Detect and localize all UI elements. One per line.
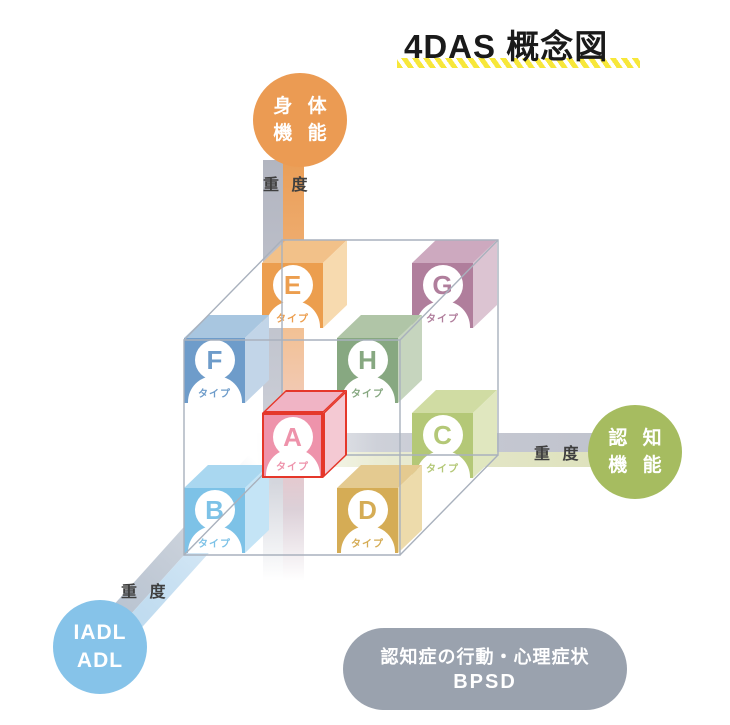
- person-icon: A タイプ: [264, 415, 321, 476]
- title-underline: [397, 58, 640, 68]
- type-letter: F: [206, 345, 223, 375]
- type-letter: E: [283, 270, 302, 300]
- type-cube-H: H タイプ: [337, 314, 422, 403]
- type-cube-D: D タイプ: [337, 464, 422, 553]
- person-head: C: [422, 415, 463, 455]
- bpsd-label-line1: 認知症の行動・心理症状: [380, 646, 590, 667]
- type-letter: B: [205, 495, 224, 525]
- cognitive-function-label-line1: 認 知: [608, 428, 667, 449]
- adl-label-line2: ADL: [76, 649, 124, 672]
- cube-front-face: B タイプ: [184, 488, 245, 553]
- type-letter: D: [358, 495, 377, 525]
- adl-circle: IADL ADL: [53, 600, 147, 694]
- person-head: H: [347, 340, 388, 380]
- severity-label-physical: 重 度: [263, 177, 312, 194]
- type-label: タイプ: [276, 462, 309, 473]
- type-cube-B: B タイプ: [184, 464, 269, 553]
- type-cube-C: C タイプ: [412, 389, 497, 478]
- severity-label-cognitive: 重 度: [534, 446, 583, 463]
- cube-front-face: D タイプ: [337, 488, 398, 553]
- adl-label-line1: IADL: [73, 621, 127, 644]
- cube-front-face: F タイプ: [184, 338, 245, 403]
- person-head: E: [272, 265, 313, 305]
- cognitive-function-circle: 認 知 機 能: [588, 405, 682, 499]
- type-letter: C: [433, 420, 452, 450]
- cube-front-face: A タイプ: [262, 413, 323, 478]
- severity-label-adl: 重 度: [121, 584, 170, 601]
- type-cube-E: E タイプ: [262, 239, 347, 328]
- type-label: タイプ: [351, 539, 384, 550]
- physical-axis-beam-orange: [283, 160, 304, 608]
- cognitive-function-label-line2: 機 能: [608, 455, 667, 476]
- cube-front-face: E タイプ: [262, 263, 323, 328]
- person-icon: D タイプ: [337, 488, 398, 553]
- type-cube-A: A タイプ: [262, 389, 347, 478]
- type-cube-F: F タイプ: [184, 314, 269, 403]
- person-head: A: [272, 417, 313, 457]
- type-label: タイプ: [198, 389, 231, 400]
- page-title: 4DAS 概念図: [404, 28, 609, 65]
- type-label: タイプ: [276, 314, 309, 325]
- bpsd-badge: 認知症の行動・心理症状 BPSD: [343, 628, 627, 710]
- person-head: F: [194, 340, 235, 380]
- person-head: B: [194, 490, 235, 530]
- physical-function-label-line1: 身 体: [273, 96, 332, 117]
- type-cube-G: G タイプ: [412, 239, 497, 328]
- type-letter: G: [432, 270, 453, 300]
- physical-function-circle: 身 体 機 能: [253, 73, 347, 167]
- type-label: タイプ: [198, 539, 231, 550]
- type-letter: A: [283, 422, 302, 452]
- person-head: G: [422, 265, 463, 305]
- physical-function-label-line2: 機 能: [273, 123, 332, 144]
- person-icon: B タイプ: [184, 488, 245, 553]
- person-icon: E タイプ: [262, 263, 323, 328]
- type-letter: H: [358, 345, 377, 375]
- person-head: D: [347, 490, 388, 530]
- bpsd-label-line2: BPSD: [453, 671, 517, 694]
- person-icon: F タイプ: [184, 338, 245, 403]
